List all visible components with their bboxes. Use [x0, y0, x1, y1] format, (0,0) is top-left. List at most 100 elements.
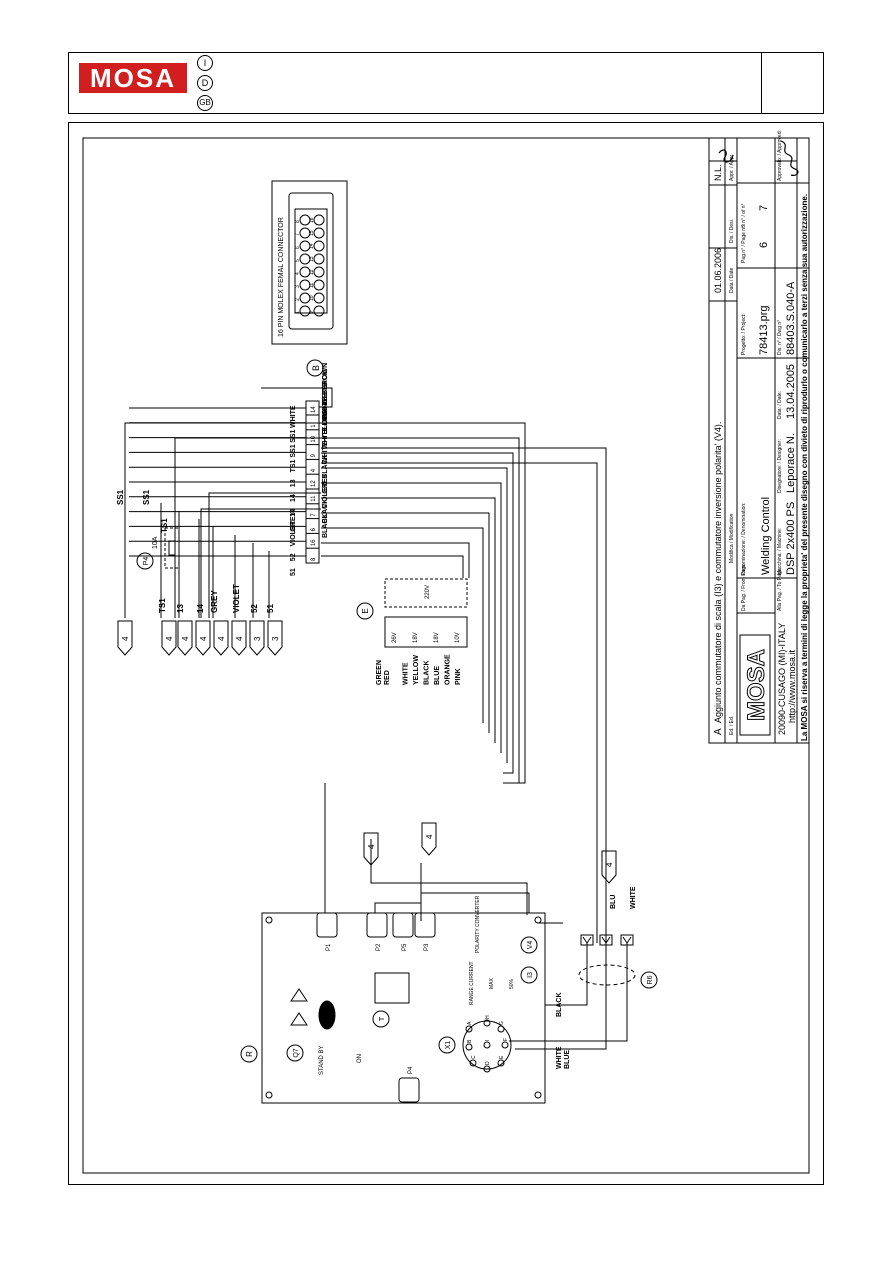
language-badge-gb: GB [197, 95, 213, 111]
terminal-pin-number: 7 [311, 513, 317, 517]
designer-value: Leporace N. [785, 433, 797, 493]
date-label: Data: / Date: [777, 391, 783, 419]
connector-title: 16 PIN MOLEX FEMAL CONNECTOR [278, 217, 285, 337]
denomination-label: Denominazione: / Denomination: [741, 502, 747, 575]
x1-pin [483, 1019, 491, 1027]
transformer-tap-voltage: 10V [455, 632, 461, 643]
language-badge-i: I [197, 55, 213, 71]
board-plug-label: P1 [326, 943, 332, 951]
x1-pin-label: F [503, 1038, 509, 1041]
wire-color-right: WHITE [322, 382, 329, 405]
terminal-pin-number: 16 [311, 539, 317, 546]
warning-triangle-2 [290, 1012, 308, 1026]
pages-label: di n° / of n° [741, 203, 747, 228]
v4-label-circle [520, 936, 538, 954]
modifica-label: Modifica / Modification [729, 513, 735, 563]
molex-pin-number: 3 [295, 285, 301, 288]
wire-color-right: BLACK [322, 499, 329, 524]
drawing-number: 88403.S.040-A [785, 281, 797, 355]
to-page-label: Alla Pag. / To Page [777, 568, 783, 611]
designer-label-visible: Disegnatore: / Designer: [777, 439, 783, 493]
q7-label-circle [286, 1044, 304, 1062]
molex-pin-number: 14 [309, 243, 315, 249]
denomination-value: Welding Control [760, 497, 772, 575]
x1-label: X1 [445, 1041, 452, 1050]
molex-pin [313, 305, 325, 317]
x1-pin [501, 1041, 509, 1049]
revision-date: 01.06.2006 [713, 248, 723, 293]
x1-pin-label: A [467, 1021, 473, 1025]
x1-pin-label: C [471, 1055, 477, 1059]
harness-wires [124, 387, 607, 943]
x1-pin [497, 1025, 505, 1033]
polarity-text: POLARITY CONVERTER [475, 895, 481, 953]
terminal-tag [161, 620, 177, 656]
molex-pin [313, 253, 325, 265]
wire-color-left: 14 [290, 509, 297, 517]
wire-color-right: GREY [322, 473, 329, 493]
revision-by: N.L. [713, 164, 723, 181]
board-plug-label: P3 [424, 943, 430, 951]
terminal-pin-number: 1 [311, 424, 317, 428]
x1-pin [483, 1041, 491, 1049]
wire-connector [599, 934, 613, 946]
terminal-tag-number: 4 [217, 636, 226, 641]
transformer-wire-color: PINK [455, 668, 462, 685]
ed-label: Ed. / Ed. [729, 716, 735, 735]
molex-connector: 16 PIN MOLEX FEMAL CONNECTOR 91011121314… [271, 180, 348, 377]
warning-triangle-1 [290, 988, 308, 1002]
connector-chevron [582, 936, 592, 944]
signature-2 [780, 140, 799, 176]
terminal-pin-number: 9 [311, 453, 317, 457]
machine-value: DSP 2x400 PS [785, 502, 797, 575]
page-header: MOSA I D GB [68, 52, 824, 114]
terminal-pin-number: 12 [311, 480, 317, 487]
ss1-top-label: SS1 [116, 489, 125, 505]
molex-pin [299, 214, 311, 226]
molex-pin [313, 240, 325, 252]
company-url: http://www.mosa.it [787, 649, 797, 723]
board-label: R [245, 1051, 254, 1057]
left-line-label: VIOLET [232, 584, 241, 613]
x1-pin-label: E [499, 1055, 505, 1059]
transformer-wire-color: RED [384, 670, 391, 685]
board-tag-number: 4 [425, 834, 434, 839]
molex-pin [313, 279, 325, 291]
title-block: A Aggiunto commutatore di scala (I3) e c… [708, 130, 810, 744]
ts1-label: TS1 [160, 518, 169, 533]
project-value: 78413.prg [758, 305, 770, 355]
board-label-circle [240, 1045, 258, 1063]
board-plug [398, 1077, 420, 1103]
molex-pin [299, 253, 311, 265]
molex-pin [313, 292, 325, 304]
connector-label-circle [306, 359, 324, 377]
x1-socket [462, 1020, 512, 1070]
wire-color-left: 52 [290, 553, 297, 561]
transformer-primary: 220V [425, 585, 431, 599]
molex-pin-number: 15 [309, 230, 315, 236]
white-wire-label-2: WHITE [556, 1046, 563, 1069]
transformer-wire-color: ORANGE [445, 654, 452, 685]
board-tag [601, 850, 617, 884]
molex-pin [299, 292, 311, 304]
board-tag-number: 4 [367, 844, 376, 849]
t-potentiometer [374, 972, 410, 1004]
dis-label: Dis. / Desi. [729, 219, 735, 243]
molex-pin-number: 6 [295, 246, 301, 249]
x1-pin-label: B [467, 1039, 473, 1043]
left-line-label: TS1 [158, 598, 167, 613]
machine-label: Macchina: / Machine: [777, 528, 783, 575]
revision-description: Aggiunto commutatore di scala (I3) e com… [713, 422, 723, 723]
left-line-label: 51 [266, 604, 275, 613]
p4-fuse-box [164, 527, 180, 569]
molex-pin [299, 227, 311, 239]
wire-color-right: BLACK [322, 454, 329, 479]
drawing-sheet: A Aggiunto commutatore di scala (I3) e c… [68, 122, 824, 1185]
wire-connector [620, 934, 634, 946]
connector-label: B [311, 365, 321, 371]
wire-connector [580, 934, 594, 946]
terminal-pin-number: 10 [311, 435, 317, 442]
molex-pin [299, 279, 311, 291]
transformer-wire-color: WHITE [403, 662, 410, 685]
